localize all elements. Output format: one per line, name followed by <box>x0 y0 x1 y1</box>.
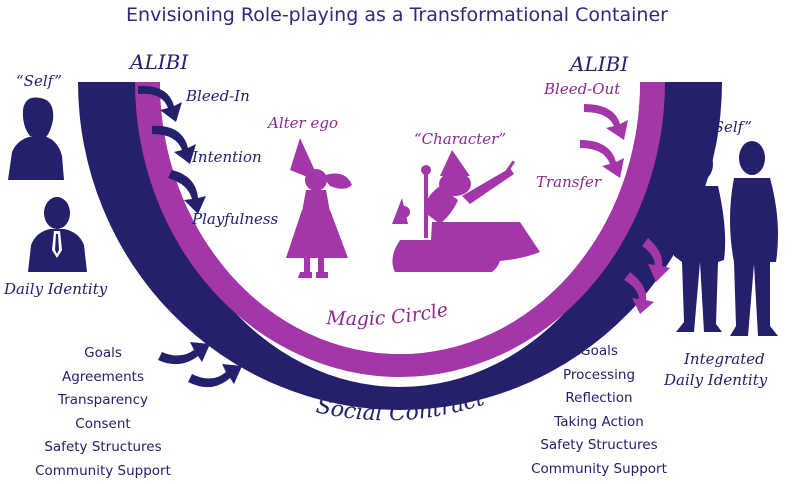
list-item: Transparency <box>57 392 149 408</box>
integrated-label-line2: Daily Identity <box>664 371 768 389</box>
list-item: Reflection <box>565 390 633 406</box>
left-alibi-label: ALIBI <box>130 50 189 74</box>
wizard-silhouette <box>392 150 540 272</box>
alter-ego-label: Alter ego <box>268 114 338 132</box>
left-social-contract-list: Goals Agreements Transparency Consent Sa… <box>18 342 188 483</box>
list-item: Processing <box>562 366 636 383</box>
integrated-label-line1: Integrated <box>684 350 765 368</box>
right-self-label: “Self” <box>706 118 752 136</box>
curved-arrow-transfer <box>580 140 624 178</box>
curved-arrow-playfulness <box>168 170 206 214</box>
character-label: “Character” <box>414 130 507 148</box>
transfer-label: Transfer <box>536 173 602 191</box>
list-item: Safety Structures <box>44 439 162 455</box>
businesswoman-silhouette <box>8 97 64 180</box>
right-social-contract-list: Goals Processing Reflection Taking Actio… <box>516 340 682 481</box>
bleed-out-label: Bleed-Out <box>544 80 621 98</box>
curved-arrow-out-1 <box>642 238 670 282</box>
curved-arrow-intention <box>152 125 196 164</box>
right-alibi-label: ALIBI <box>570 52 629 76</box>
curved-arrow-contract-2 <box>188 364 242 388</box>
playfulness-label: Playfulness <box>192 210 279 228</box>
list-item: Community Support <box>35 462 171 479</box>
list-item: Taking Action <box>554 413 644 430</box>
list-item: Consent <box>75 415 131 432</box>
left-self-label: “Self” <box>16 72 62 90</box>
curved-arrow-bleed-in <box>138 85 182 122</box>
list-item: Agreements <box>61 368 144 385</box>
right-arrows <box>580 104 670 314</box>
couple-silhouette <box>673 141 778 336</box>
list-item: Goals <box>84 345 122 361</box>
intention-label: Intention <box>192 148 262 166</box>
businessman-silhouette <box>28 197 87 272</box>
daily-identity-label: Daily Identity <box>4 280 108 298</box>
curved-arrow-out-2 <box>624 272 654 314</box>
social-contract-arrows <box>158 342 242 388</box>
left-arrows <box>138 85 206 214</box>
curved-arrow-bleed-out <box>584 104 628 140</box>
princess-silhouette <box>286 138 352 278</box>
list-item: Goals <box>580 343 618 359</box>
social-contract-ring <box>78 82 722 410</box>
list-item: Community Support <box>531 460 667 477</box>
list-item: Safety Structures <box>540 437 658 453</box>
bleed-in-label: Bleed-In <box>186 87 250 105</box>
curved-arrow-contract-1 <box>158 342 210 365</box>
page-title: Envisioning Role-playing as a Transforma… <box>126 4 668 26</box>
